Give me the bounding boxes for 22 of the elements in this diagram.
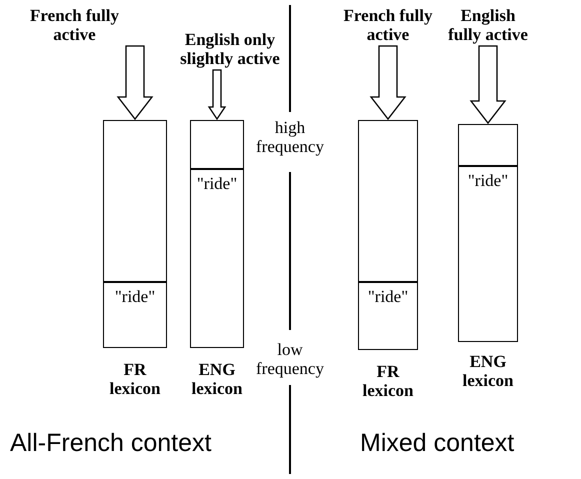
word-label: "ride" <box>368 287 408 306</box>
block-arrow <box>470 45 506 124</box>
block-arrow <box>116 45 154 120</box>
word-label: "ride" <box>114 287 156 306</box>
lexicon-bar <box>103 120 167 348</box>
word-label: "ride" <box>196 174 238 193</box>
block-arrow <box>208 69 226 120</box>
activation-label: French fully active <box>330 6 446 44</box>
context-label: All-French context <box>10 428 212 458</box>
activation-label: French fully active <box>12 6 137 44</box>
lexicon-label: FR lexicon <box>108 360 162 398</box>
lexicon-label: ENG lexicon <box>462 352 514 390</box>
lexicon-label: FR lexicon <box>362 362 414 400</box>
lexicon-bar <box>458 124 518 342</box>
context-label: Mixed context <box>360 428 514 458</box>
block-arrow <box>370 45 406 120</box>
activation-label: English only slightly active <box>160 30 300 68</box>
lexicon-label: ENG lexicon <box>190 360 244 398</box>
word-label: "ride" <box>468 171 508 190</box>
lexicon-bar <box>190 120 244 348</box>
lexicon-bar <box>358 120 418 350</box>
activation-label: English fully active <box>448 6 528 44</box>
